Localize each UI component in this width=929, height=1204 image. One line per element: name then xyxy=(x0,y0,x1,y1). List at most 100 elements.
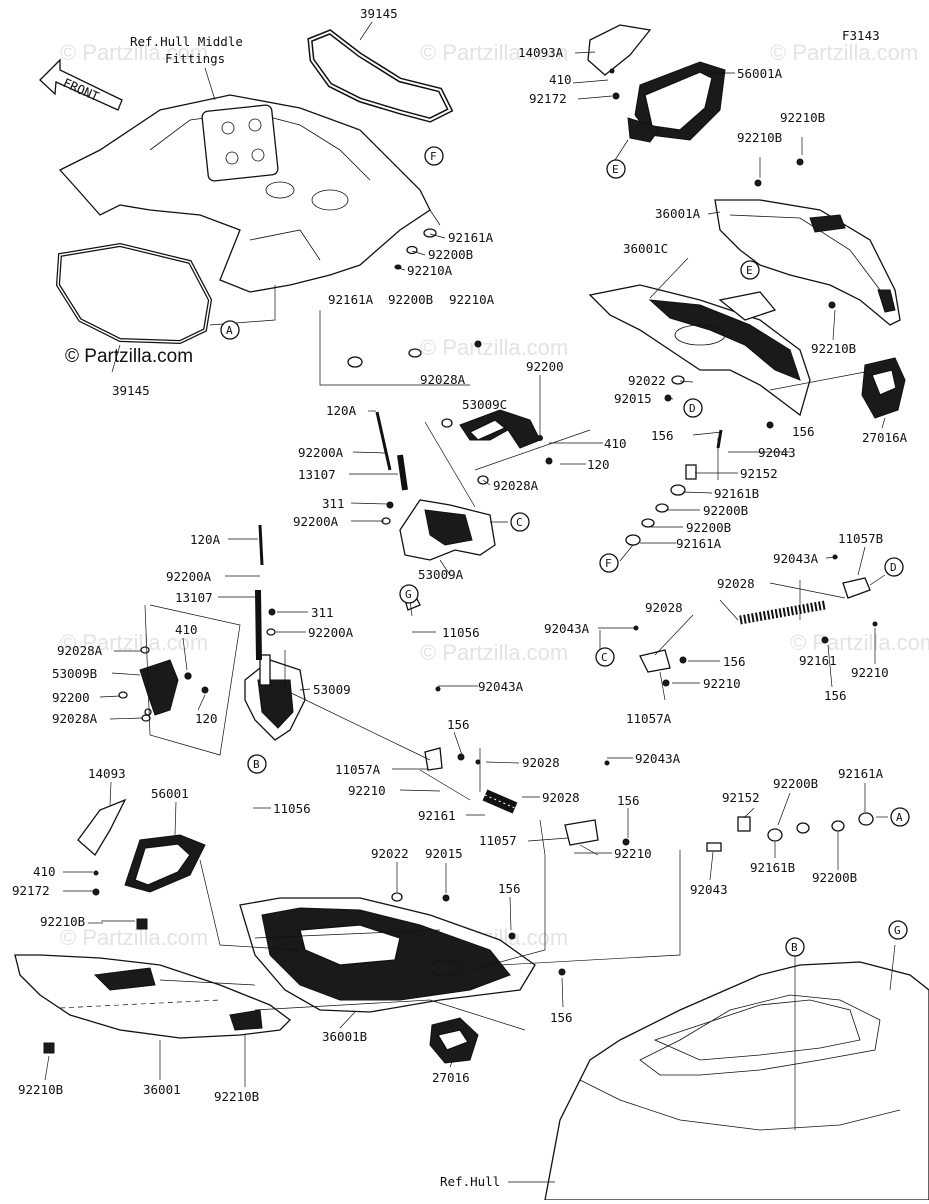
part-label: 53009A xyxy=(418,567,464,582)
callout-b-label: B xyxy=(791,941,798,954)
part-label: 120A xyxy=(190,532,221,547)
part-label: 92043A xyxy=(544,621,590,636)
callout-a: A xyxy=(890,807,910,827)
part-label: 11056 xyxy=(273,801,311,816)
part-label: 92022 xyxy=(628,373,666,388)
part-label: 92200A xyxy=(293,514,339,529)
part-label: 92210 xyxy=(703,676,741,691)
watermark: © Partzilla.com xyxy=(420,40,568,65)
part-label: 53009B xyxy=(52,666,97,681)
callout-f: F xyxy=(599,553,619,573)
callout-e: E xyxy=(740,260,760,280)
part-label: 14093A xyxy=(518,45,564,60)
part-labels: 39145 39145 14093A 410 92172 56001A 9221… xyxy=(12,6,908,1104)
watermark: © Partzilla.com xyxy=(770,40,918,65)
part-label: 92161B xyxy=(750,860,795,875)
leader-lines xyxy=(44,21,888,1087)
ref-hull: Ref.Hull xyxy=(440,961,929,1201)
part-label: 92043 xyxy=(690,882,728,897)
callout-f-label: F xyxy=(430,150,437,163)
watermark: © Partzilla.com xyxy=(60,925,208,950)
part-label: 92200A xyxy=(166,569,212,584)
part-label: 92210 xyxy=(348,783,386,798)
part-label: 11057A xyxy=(626,711,672,726)
callout-e: E xyxy=(606,159,626,179)
part-label: 156 xyxy=(550,1010,573,1025)
part-label: 92028A xyxy=(493,478,539,493)
part-label: 11056 xyxy=(442,625,480,640)
part-27016A xyxy=(861,357,906,419)
part-label: 92200B xyxy=(812,870,857,885)
callout-b-label: B xyxy=(253,758,260,771)
part-label: 92210A xyxy=(449,292,495,307)
callout-e-label: E xyxy=(746,264,753,277)
part-label: 156 xyxy=(651,428,674,443)
bolts xyxy=(255,411,751,852)
part-label: 27016 xyxy=(432,1070,470,1085)
part-label: 36001C xyxy=(623,241,668,256)
part-label: 92210B xyxy=(780,110,825,125)
part-label: 92028 xyxy=(542,790,580,805)
copyright-text: © Partzilla.com xyxy=(65,346,193,367)
part-label: 27016A xyxy=(862,430,908,445)
part-label: 36001 xyxy=(143,1082,181,1097)
callout-a-label: A xyxy=(226,324,233,337)
part-label: 92210B xyxy=(737,130,782,145)
ref-hull-middle-label: Ref.Hull Middle xyxy=(130,34,243,49)
part-label: 92043A xyxy=(635,751,681,766)
callout-e-label: E xyxy=(612,163,619,176)
part-label: 92022 xyxy=(371,846,409,861)
front-label: FRONT xyxy=(61,75,102,104)
callout-c: C xyxy=(595,647,615,667)
part-label: 92210B xyxy=(18,1082,63,1097)
part-label: 92152 xyxy=(740,466,778,481)
part-label: 11057B xyxy=(838,531,883,546)
part-label: 56001A xyxy=(737,66,783,81)
spring-92161-mid xyxy=(424,747,599,846)
callout-d: D xyxy=(884,557,904,577)
part-label: 13107 xyxy=(175,590,213,605)
part-label: 156 xyxy=(447,717,470,732)
part-label: 92210 xyxy=(614,846,652,861)
part-label: 92200A xyxy=(298,445,344,460)
part-label: 56001 xyxy=(151,786,189,801)
callout-g-label: G xyxy=(894,924,901,937)
part-label: 92200B xyxy=(428,247,473,262)
callouts: F A E E D C F G D C B A B G xyxy=(220,146,910,957)
bracket-53009C xyxy=(459,409,541,449)
washers xyxy=(118,228,874,902)
callout-f: F xyxy=(424,146,444,166)
part-label: 92028A xyxy=(420,372,466,387)
part-label: 92015 xyxy=(425,846,463,861)
part-label: 92210B xyxy=(214,1089,259,1104)
part-label: 36001B xyxy=(322,1029,367,1044)
part-label: 92161 xyxy=(418,808,456,823)
tray-36001B xyxy=(239,897,536,1013)
cover-36001 xyxy=(14,954,291,1039)
part-label: 92172 xyxy=(12,883,50,898)
bracket-53009 xyxy=(244,654,306,741)
part-label: 92043 xyxy=(758,445,796,460)
part-label: 92161A xyxy=(328,292,374,307)
watermark: © Partzilla.com xyxy=(60,40,208,65)
part-label: 410 xyxy=(604,436,627,451)
part-label: 156 xyxy=(792,424,815,439)
panel-14093A-56001A xyxy=(587,24,726,143)
callout-f-label: F xyxy=(605,557,612,570)
part-label: 92200 xyxy=(52,690,90,705)
callout-c: C xyxy=(510,512,530,532)
part-label: 11057A xyxy=(335,762,381,777)
screws xyxy=(43,68,878,1054)
part-label: 92161A xyxy=(676,536,722,551)
part-label: 92043A xyxy=(478,679,524,694)
part-label: 92028 xyxy=(717,576,755,591)
part-label: 53009 xyxy=(313,682,351,697)
cover-36001A xyxy=(714,199,901,326)
part-label: 92161 xyxy=(799,653,837,668)
part-label: 92210B xyxy=(811,341,856,356)
part-label: 92200A xyxy=(308,625,354,640)
part-label: 92200B xyxy=(703,503,748,518)
reference-lines xyxy=(144,209,896,1130)
part-label: 39145 xyxy=(360,6,398,21)
